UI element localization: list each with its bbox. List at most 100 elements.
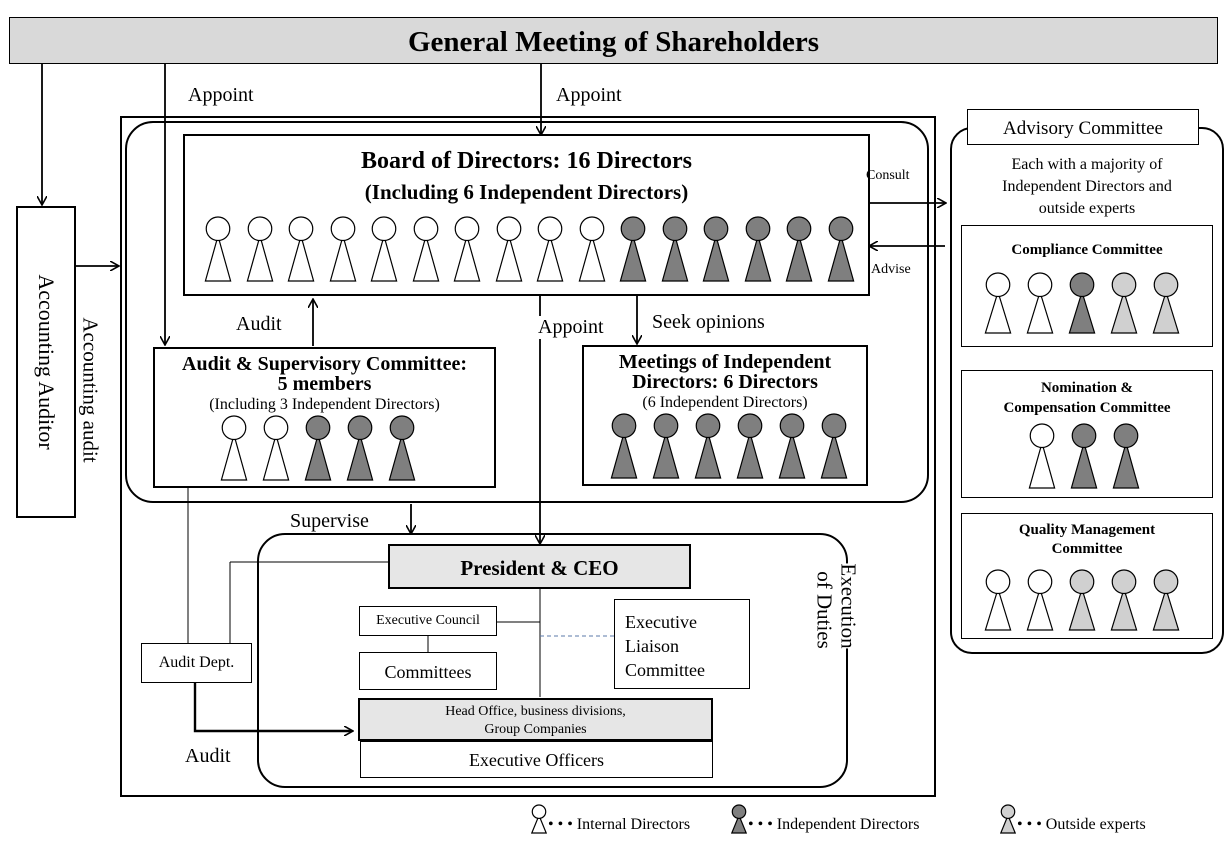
board-title: Board of Directors: 16 Directors: [360, 148, 692, 174]
audit-committee-internal-director-icon: [262, 415, 290, 481]
liaison-line-3: Committee: [625, 660, 705, 680]
head-office-box: Head Office, business divisions, Group C…: [358, 698, 713, 741]
committees-box: Committees: [359, 652, 497, 690]
independent-meetings-independent-director-icon: [694, 413, 722, 479]
consult-label: Consult: [866, 168, 910, 183]
appoint-label-top: Appoint: [556, 84, 622, 106]
legend-internal-label: • • • Internal Directors: [548, 816, 691, 833]
advisory-title-box: Advisory Committee: [967, 109, 1199, 145]
president-ceo-box: President & CEO: [388, 544, 691, 589]
independent-meetings-title-1: Meetings of Independent: [618, 351, 832, 373]
independent-meetings-box: Meetings of Independent Directors: 6 Dir…: [582, 345, 868, 486]
nomination-committee-name-1: Nomination &: [1040, 380, 1134, 396]
compliance-outside-director-icon: [1152, 272, 1180, 334]
nomination-committee-name-2: Compensation Committee: [1003, 400, 1171, 416]
audit-dept-label: Audit Dept.: [158, 654, 235, 671]
audit-dept-box: Audit Dept.: [141, 643, 252, 683]
advisory-title: Advisory Committee: [1003, 118, 1163, 139]
board-internal-director-icon: [370, 216, 398, 282]
head-office-line-1: Head Office, business divisions,: [445, 704, 626, 719]
independent-meetings-independent-director-icon: [778, 413, 806, 479]
executive-council-label: Executive Council: [376, 613, 480, 628]
board-internal-director-icon: [412, 216, 440, 282]
board-independent-director-icon: [619, 216, 647, 282]
board-independent-director-icon: [785, 216, 813, 282]
legend-outside-label: • • • Outside experts: [1017, 816, 1146, 833]
quality-outside-director-icon: [1068, 569, 1096, 631]
board-independent-director-icon: [744, 216, 772, 282]
execution-frame: [257, 533, 848, 788]
audit-committee-independent-director-icon: [388, 415, 416, 481]
board-internal-director-icon: [453, 216, 481, 282]
board-of-directors-box: Board of Directors: 16 Directors (Includ…: [183, 134, 870, 296]
executive-officers-label: Executive Officers: [468, 750, 605, 770]
liaison-committee-box: Executive Liaison Committee: [614, 599, 750, 689]
quality-internal-director-icon: [1026, 569, 1054, 631]
independent-meetings-title-2: Directors: 6 Directors: [632, 371, 818, 393]
quality-outside-director-icon: [1110, 569, 1138, 631]
advisory-desc-1: Each with a majority of: [1011, 156, 1163, 173]
advisory-desc-3: outside experts: [1038, 200, 1136, 217]
executive-council-box: Executive Council: [359, 606, 497, 636]
board-independent-director-icon: [702, 216, 730, 282]
compliance-independent-director-icon: [1068, 272, 1096, 334]
nomination-independent-director-icon: [1070, 423, 1098, 489]
board-independent-director-icon: [661, 216, 689, 282]
legend-outside-icon: [999, 804, 1017, 834]
nomination-committee-box: Nomination & Compensation Committee: [961, 370, 1213, 498]
quality-committee-box: Quality Management Committee: [961, 513, 1213, 639]
accounting-auditor-box: Accounting Auditor: [16, 206, 76, 518]
nomination-internal-director-icon: [1028, 423, 1056, 489]
accounting-auditor-label: Accounting Auditor: [34, 274, 59, 450]
audit-committee-independent-director-icon: [346, 415, 374, 481]
quality-internal-director-icon: [984, 569, 1012, 631]
compliance-committee-box: Compliance Committee: [961, 225, 1213, 347]
board-internal-director-icon: [204, 216, 232, 282]
board-group-frame: [125, 121, 929, 503]
compliance-internal-director-icon: [984, 272, 1012, 334]
nomination-independent-director-icon: [1112, 423, 1140, 489]
board-internal-director-icon: [246, 216, 274, 282]
audit-committee-internal-director-icon: [220, 415, 248, 481]
general-meeting-box: General Meeting of Shareholders: [9, 17, 1218, 64]
board-internal-director-icon: [536, 216, 564, 282]
committees-label: Committees: [384, 662, 472, 682]
independent-meetings-subtitle: (6 Independent Directors): [642, 394, 808, 411]
quality-outside-director-icon: [1152, 569, 1180, 631]
appoint-label-mid: Appoint: [538, 316, 604, 339]
advise-label: Advise: [871, 262, 911, 277]
audit-committee-title-2: 5 members: [277, 373, 372, 395]
executive-officers-box: Executive Officers: [360, 741, 713, 778]
execution-side-label-2: of Duties: [811, 571, 837, 649]
board-internal-director-icon: [287, 216, 315, 282]
audit-committee-subtitle: (Including 3 Independent Directors): [209, 396, 440, 413]
legend-independent-icon: [730, 804, 748, 834]
audit-committee-box: Audit & Supervisory Committee: 5 members…: [153, 347, 496, 488]
legend-independent-label: • • • Independent Directors: [748, 816, 920, 833]
company-frame: [120, 116, 936, 797]
supervise-label: Supervise: [290, 510, 369, 532]
seek-opinions-label: Seek opinions: [652, 311, 765, 333]
audit-committee-independent-director-icon: [304, 415, 332, 481]
head-office-line-2: Group Companies: [484, 722, 587, 737]
board-internal-director-icon: [495, 216, 523, 282]
board-internal-director-icon: [329, 216, 357, 282]
compliance-committee-name: Compliance Committee: [1011, 242, 1163, 258]
appoint-label-left: Appoint: [188, 84, 254, 106]
accounting-audit-label: Accounting audit: [78, 317, 103, 463]
independent-meetings-independent-director-icon: [736, 413, 764, 479]
general-meeting-title: General Meeting of Shareholders: [407, 26, 820, 58]
independent-meetings-independent-director-icon: [652, 413, 680, 479]
quality-committee-name-2: Committee: [1051, 541, 1123, 557]
audit-committee-title-1: Audit & Supervisory Committee:: [182, 353, 467, 375]
audit-label-bottom: Audit: [185, 745, 231, 767]
independent-meetings-independent-director-icon: [820, 413, 848, 479]
execution-side-label-1: Execution: [835, 563, 861, 649]
independent-meetings-independent-director-icon: [610, 413, 638, 479]
legend-internal-icon: [530, 804, 548, 834]
liaison-line-1: Executive: [625, 612, 697, 632]
board-internal-director-icon: [578, 216, 606, 282]
board-subtitle: (Including 6 Independent Directors): [364, 180, 689, 204]
compliance-outside-director-icon: [1110, 272, 1138, 334]
board-independent-director-icon: [827, 216, 855, 282]
